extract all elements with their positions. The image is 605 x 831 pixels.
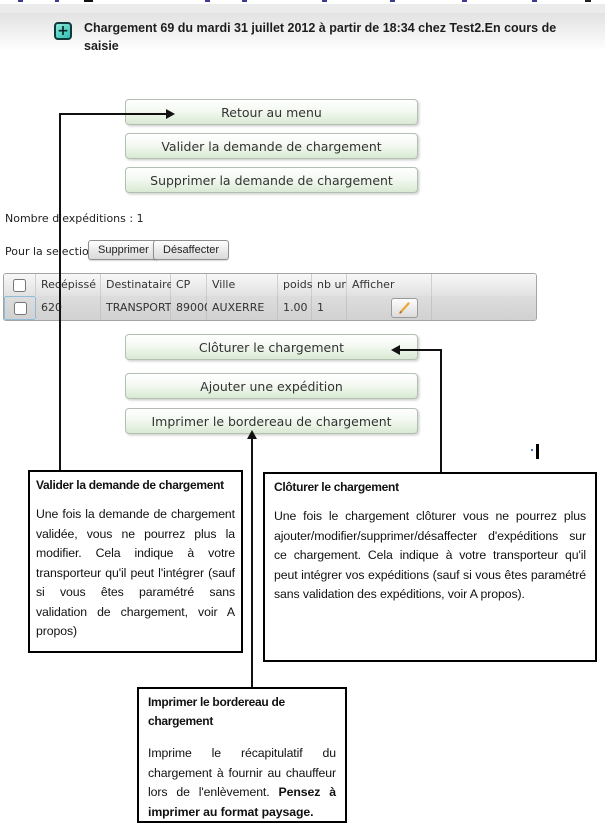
text-cursor-artifact — [536, 444, 539, 459]
row-checkbox-cell — [4, 296, 36, 320]
row-destinataire: TRANSPORT THI — [101, 296, 172, 320]
arrow-imprimer-vertical — [251, 438, 253, 687]
col-afficher: Afficher — [347, 274, 432, 296]
note-cloturer-box: Clôturer le chargement Une fois le charg… — [263, 472, 597, 662]
pencil-icon — [398, 301, 410, 314]
col-destinataire: Destinataire — [101, 274, 173, 296]
arrow-valider-horizontal — [59, 113, 166, 115]
page-title: Chargement 69 du mardi 31 juillet 2012 à… — [84, 21, 557, 53]
retour-menu-button[interactable]: Retour au menu — [125, 99, 418, 125]
expeditions-count: Nombre d'expéditions : 1 — [5, 212, 144, 225]
row-cp: 89000 — [171, 296, 211, 320]
top-gray-strip — [0, 4, 605, 13]
arrow-valider-vertical — [59, 113, 61, 470]
col-empty — [432, 274, 536, 296]
arrow-cloturer-horizontal — [400, 349, 442, 351]
selection-label: Pour la selection : — [5, 245, 103, 258]
col-nb-ur: nb ur — [312, 274, 347, 296]
expeditions-table: Recépissé Destinataire CP Ville poids nb… — [3, 273, 537, 321]
ajouter-expedition-button[interactable]: Ajouter une expédition — [125, 373, 418, 399]
col-cp: CP — [171, 274, 207, 296]
table-header-row: Recépissé Destinataire CP Ville poids nb… — [4, 274, 536, 296]
col-recepisse: Recépissé — [36, 274, 101, 296]
edit-expedition-button[interactable] — [391, 298, 418, 318]
row-afficher-cell — [347, 296, 432, 320]
valider-demande-button[interactable]: Valider la demande de chargement — [125, 133, 418, 159]
row-recepisse: 620 — [36, 296, 101, 320]
arrow-right-head-icon — [166, 109, 175, 119]
row-poids: 1.00 — [278, 296, 312, 320]
header-checkbox-cell — [4, 274, 36, 296]
cloturer-chargement-button[interactable]: Clôturer le chargement — [125, 334, 418, 360]
note-cloturer-body: Une fois le chargement clôturer vous ne … — [274, 509, 586, 601]
expand-plus-icon[interactable]: + — [54, 22, 72, 40]
selection-desaffecter-button[interactable]: Désaffecter — [153, 240, 230, 260]
row-nb-ur: 1 — [312, 296, 347, 320]
imprimer-bordereau-button[interactable]: Imprimer le bordereau de chargement — [125, 408, 418, 434]
note-imprimer-body: Imprime le récapitulatif du chargement à… — [148, 744, 336, 822]
cropped-text-artifact — [0, 0, 605, 3]
arrow-up-head-icon — [247, 430, 257, 439]
header-background — [0, 13, 605, 51]
supprimer-demande-button[interactable]: Supprimer la demande de chargement — [125, 167, 418, 193]
row-empty-cell — [432, 296, 536, 320]
expeditions-count-label: Nombre d'expéditions : — [5, 212, 134, 225]
col-poids: poids — [278, 274, 312, 296]
note-imprimer-title: Imprimer le bordereau de chargement — [148, 695, 285, 728]
expeditions-count-value: 1 — [136, 212, 144, 225]
note-imprimer-box: Imprimer le bordereau de chargement Impr… — [137, 687, 347, 823]
note-imprimer-body-bold: Pensez à imprimer au format paysage. — [148, 785, 336, 819]
arrow-left-head-icon — [391, 345, 400, 355]
note-valider-box: Valider la demande de chargement Une foi… — [28, 470, 243, 653]
cursor-dot-artifact — [531, 449, 533, 451]
col-ville: Ville — [207, 274, 278, 296]
note-valider-body: Une fois la demande de chargement validé… — [36, 507, 235, 638]
selection-supprimer-button[interactable]: Supprimer — [88, 240, 159, 260]
arrow-cloturer-vertical — [440, 349, 442, 472]
row-ville: AUXERRE — [207, 296, 278, 320]
note-cloturer-title: Clôturer le chargement — [274, 480, 399, 494]
note-imprimer-body-text: Imprime le récapitulatif du chargement à… — [148, 746, 336, 799]
note-valider-title: Valider la demande de chargement — [36, 478, 224, 492]
row-checkbox[interactable] — [13, 301, 27, 315]
select-all-checkbox[interactable] — [13, 278, 26, 292]
table-row: 620 TRANSPORT THI 89000 AUXERRE 1.00 1 — [4, 296, 536, 320]
